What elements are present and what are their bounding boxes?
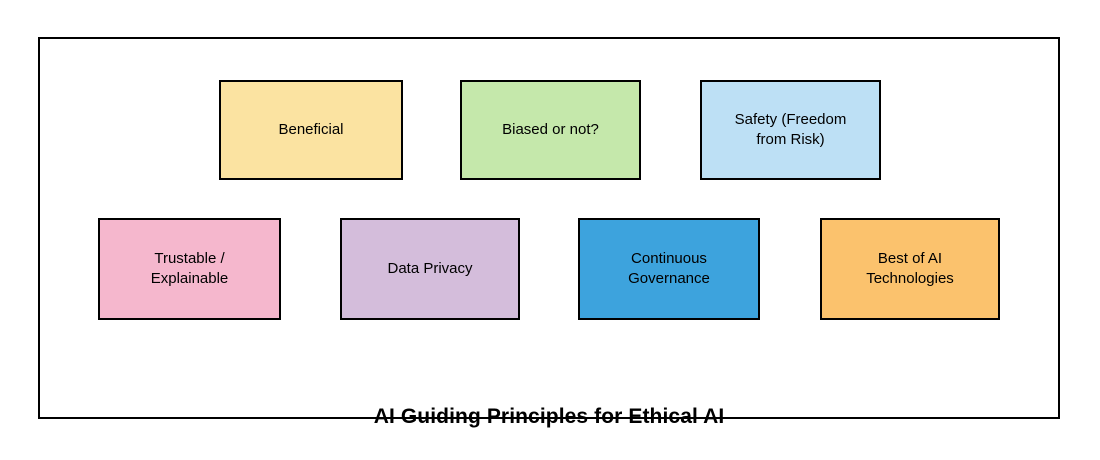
node-trustable-explainable[interactable]: Trustable / Explainable: [98, 218, 281, 320]
node-label: Data Privacy: [387, 260, 473, 278]
node-label: Trustable / Explainable: [150, 250, 229, 287]
node-data-privacy[interactable]: Data Privacy: [340, 218, 520, 320]
node-label: Best of AI Technologies: [866, 250, 954, 287]
node-best-of-ai-technologies[interactable]: Best of AI Technologies: [820, 218, 1000, 320]
diagram-frame: Beneficial Biased or not? Safety (Freedo…: [38, 37, 1060, 428]
node-continuous-governance[interactable]: Continuous Governance: [578, 218, 760, 320]
node-label: Beneficial: [278, 121, 344, 139]
node-safety-freedom-from-risk[interactable]: Safety (Freedom from Risk): [700, 80, 881, 180]
node-biased-or-not[interactable]: Biased or not?: [460, 80, 641, 180]
node-label: Safety (Freedom from Risk): [734, 111, 847, 148]
node-label: Biased or not?: [502, 121, 599, 139]
node-beneficial[interactable]: Beneficial: [219, 80, 403, 180]
diagram-title: AI Guiding Principles for Ethical AI: [373, 405, 725, 428]
node-label: Continuous Governance: [628, 250, 710, 287]
